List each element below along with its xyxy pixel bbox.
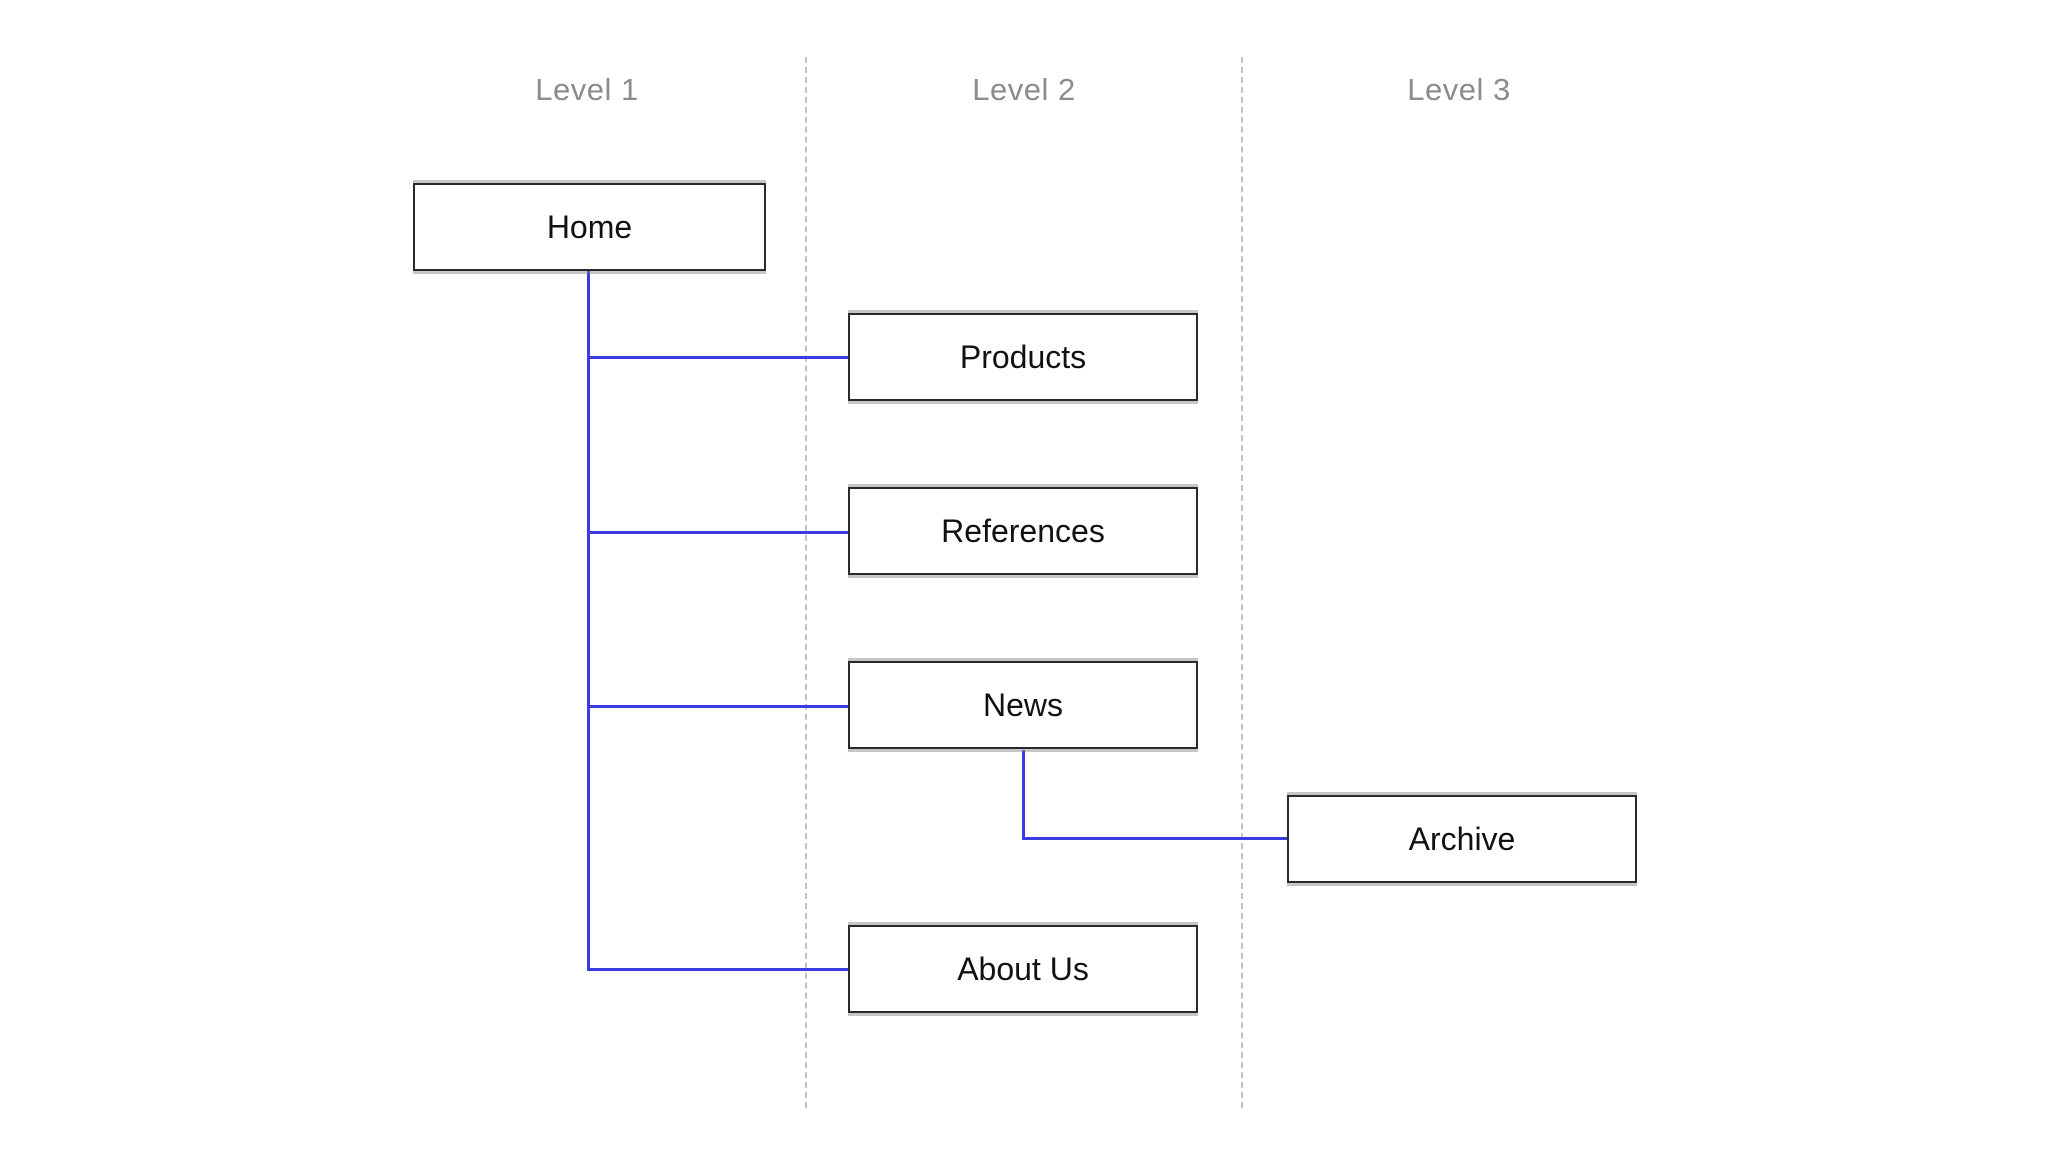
node-products[interactable]: Products [848,313,1198,401]
node-references[interactable]: References [848,487,1198,575]
column-divider-2-3 [1241,57,1243,1108]
connector-home-news [588,705,848,708]
node-archive[interactable]: Archive [1287,795,1637,883]
connector-news-drop [1022,750,1025,840]
node-archive-label: Archive [1408,820,1516,857]
node-about-us-label: About Us [957,950,1089,987]
node-about-us[interactable]: About Us [848,925,1198,1013]
connector-home-references [588,531,848,534]
node-news[interactable]: News [848,661,1198,749]
column-header-level-2: Level 2 [972,72,1076,107]
connector-home-about-us [588,968,848,971]
node-home-label: Home [546,208,633,245]
connector-news-archive [1022,837,1287,840]
column-header-level-3: Level 3 [1407,72,1511,107]
column-divider-1-2 [805,57,807,1108]
node-news-label: News [982,686,1063,723]
node-products-label: Products [959,338,1087,375]
connector-home-products [588,356,848,359]
node-references-label: References [941,512,1105,549]
column-header-level-1: Level 1 [535,72,639,107]
node-home[interactable]: Home [413,183,766,271]
connector-home-trunk [587,271,590,971]
